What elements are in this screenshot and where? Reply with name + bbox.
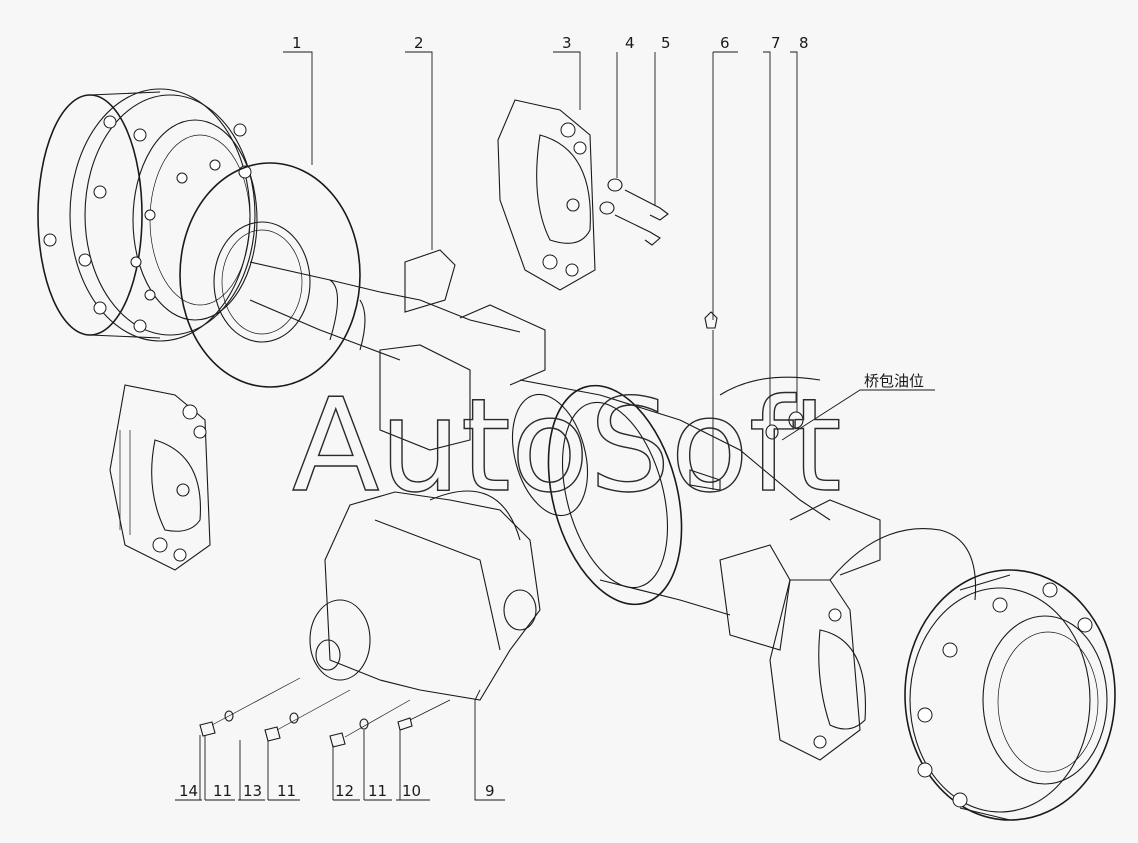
callout-11-b: 11 [277,782,296,800]
brake-disc [179,162,361,388]
callout-11-c: 11 [213,782,232,800]
breather-and-plugs [704,311,804,440]
callout-10: 10 [402,782,421,800]
rear-cover [512,384,683,606]
callout-12: 12 [335,782,354,800]
callout-8: 8 [799,34,809,52]
callout-14: 14 [179,782,198,800]
watermark: AutoSoft [292,372,842,521]
axle-beam [249,249,977,651]
left-wheel-hub [37,88,258,342]
left-caliper [109,384,211,571]
callout-9: 9 [485,782,495,800]
callout-5: 5 [661,34,671,52]
right-wheel-hub [904,569,1116,821]
callout-2: 2 [414,34,424,52]
right-caliper [769,579,867,761]
callout-11-a: 11 [368,782,387,800]
differential-carrier [309,490,541,701]
oil-level-note: 桥包油位 [864,372,924,390]
callout-numbers: 1 2 3 4 5 6 7 8 9 10 11 12 11 13 11 14 [179,34,809,800]
bottom-bolts [199,677,451,748]
callout-7: 7 [771,34,781,52]
callout-6: 6 [720,34,730,52]
upper-caliper [497,99,596,291]
callout-4: 4 [625,34,635,52]
callout-13: 13 [243,782,262,800]
callout-leaders [175,51,935,801]
callout-1: 1 [292,34,302,52]
caliper-bolts [599,178,669,246]
callout-3: 3 [562,34,572,52]
